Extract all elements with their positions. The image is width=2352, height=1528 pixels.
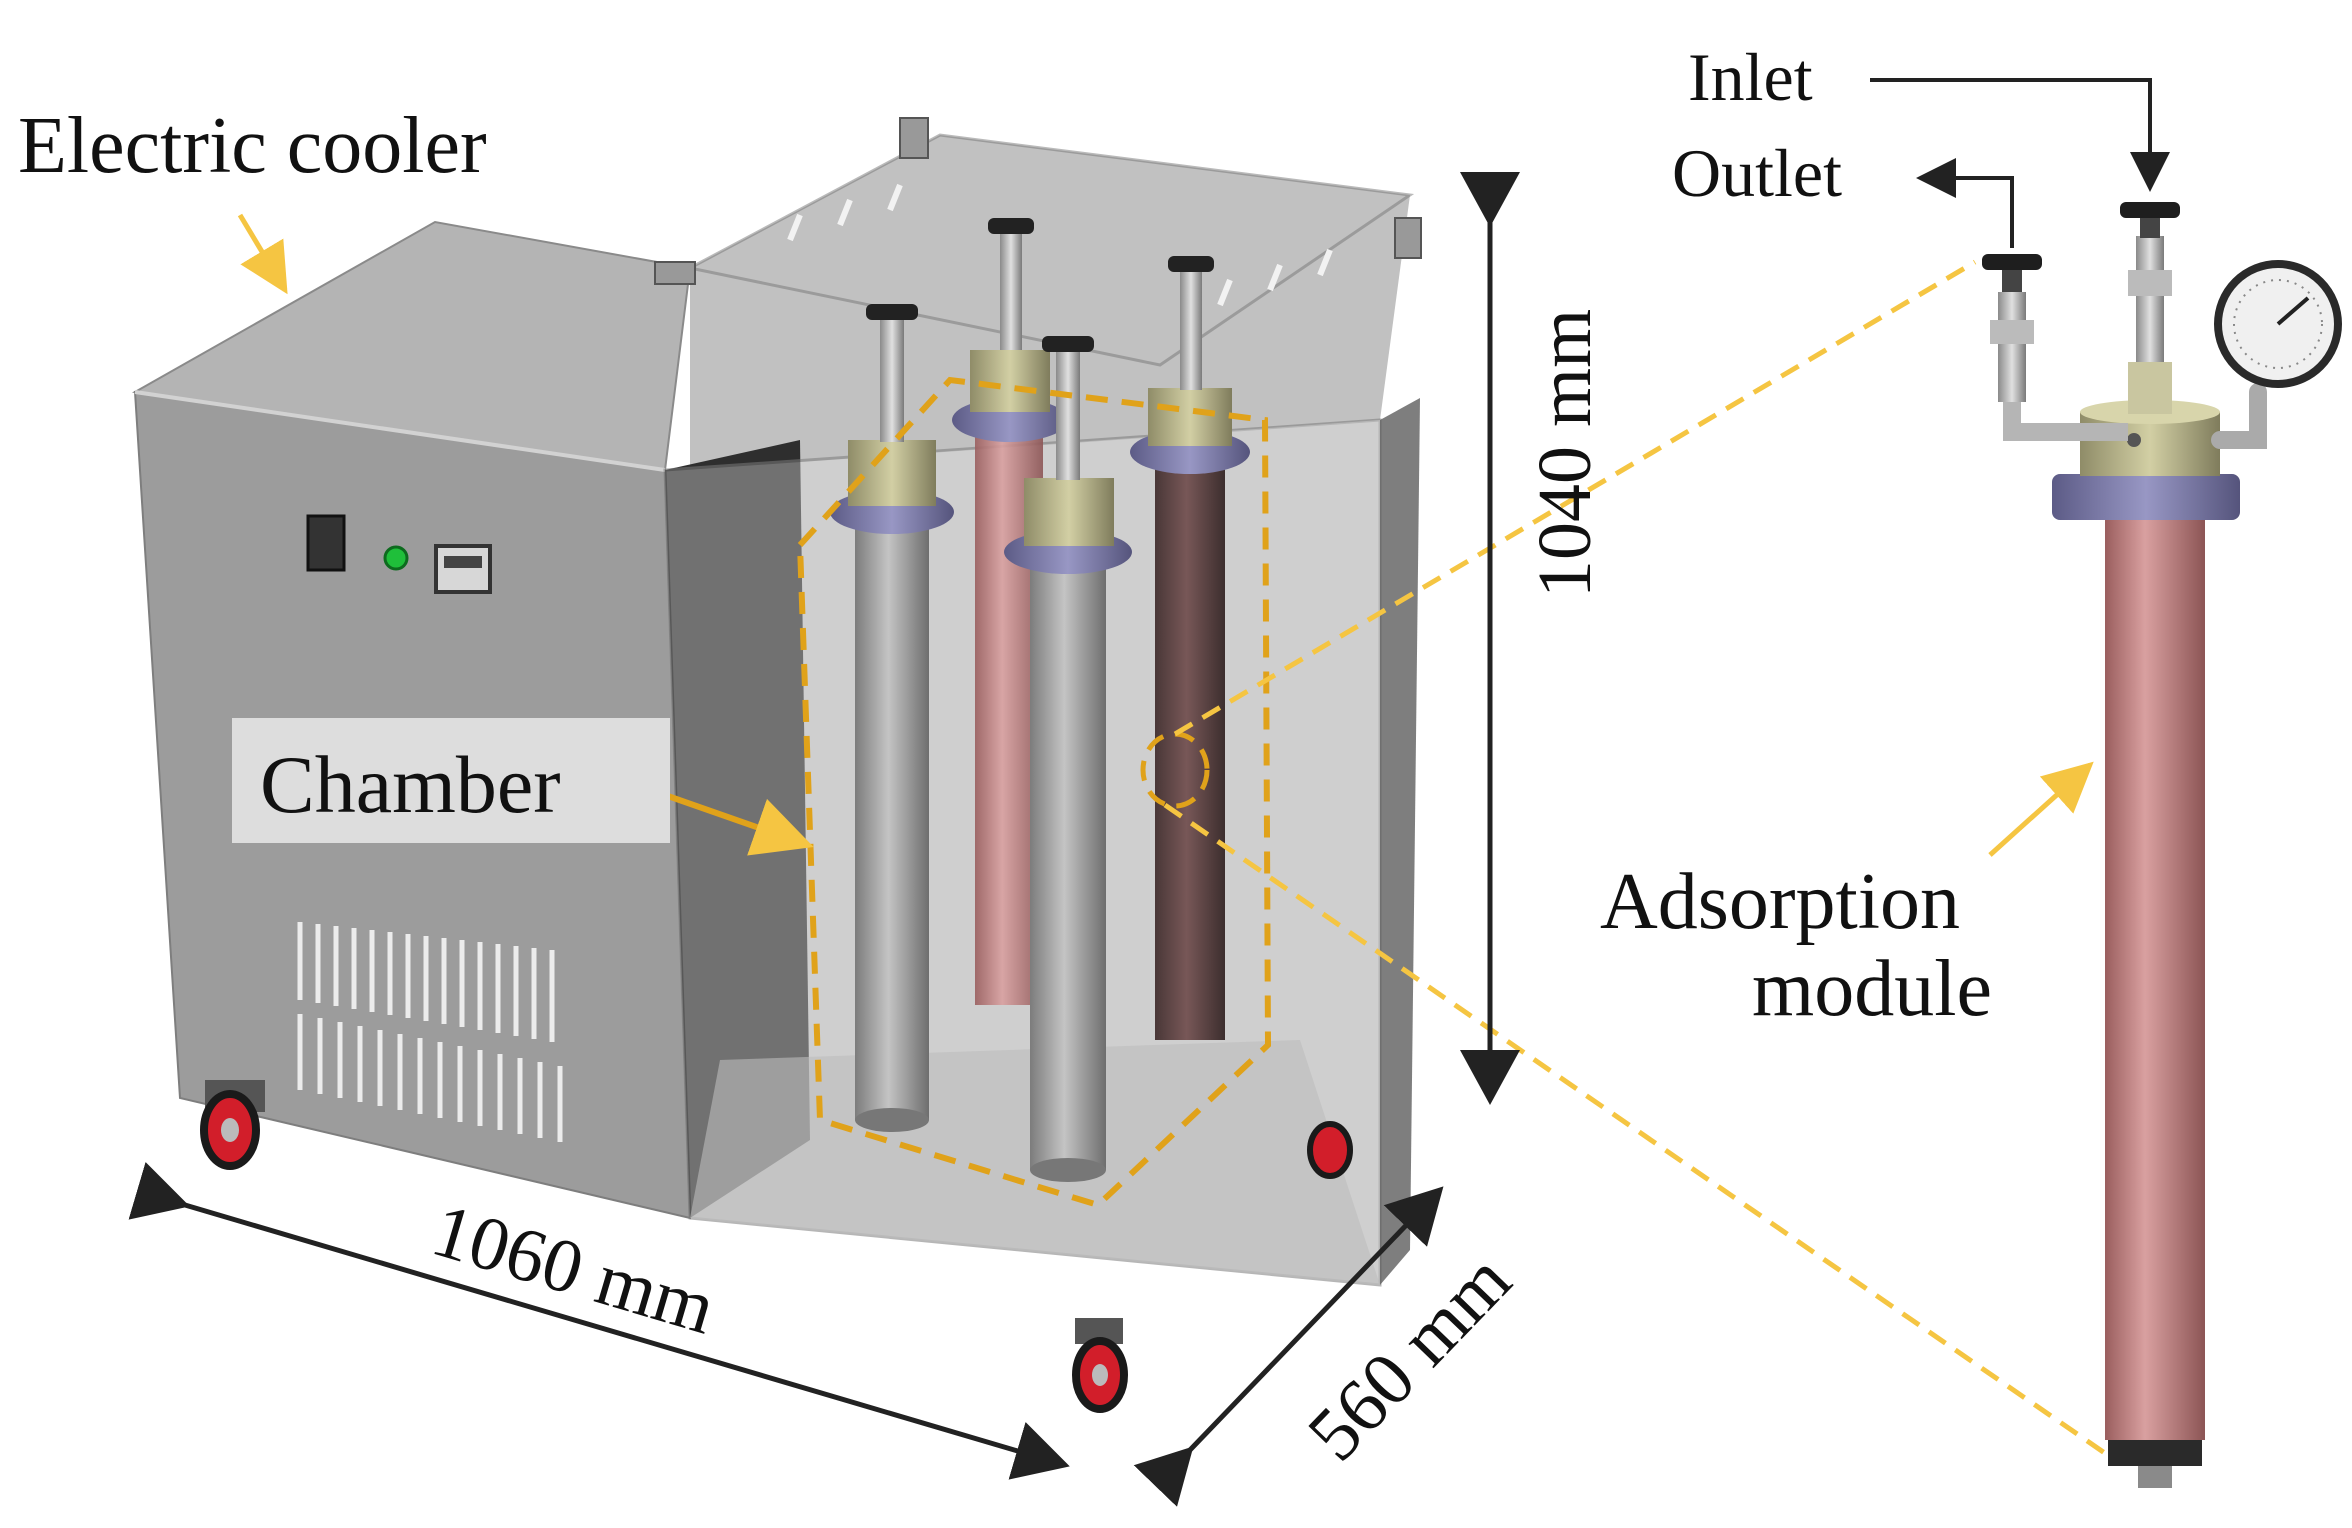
electric-cooler-pointer [237, 213, 288, 295]
adsorption-label-line1: Adsorption [1600, 858, 1960, 946]
indicator-led [383, 545, 409, 571]
vent-grille [297, 922, 563, 1142]
outlet-arrow [1916, 158, 2014, 248]
adsorption-columns-in-chamber [830, 218, 1250, 1182]
height-dimension-label: 1040 mm [1523, 309, 1607, 598]
adsorption-label-line2: module [1752, 945, 1992, 1033]
width-dimension-arrow [128, 1162, 1070, 1480]
chamber-wheel [1072, 1121, 1353, 1413]
electric-cooler-label: Electric cooler [18, 102, 487, 190]
temperature-controller [434, 544, 492, 594]
zoom-callout-lines [1140, 259, 2114, 1461]
chamber-pointer [664, 792, 814, 856]
outlet-label: Outlet [1672, 135, 1842, 211]
power-switch [306, 514, 346, 572]
inlet-arrow [1870, 78, 2170, 192]
depth-dimension-arrow [1133, 1186, 1444, 1507]
inlet-label: Inlet [1688, 39, 1813, 115]
adsorption-module-pointer [1988, 761, 2094, 857]
chamber-label-bg [232, 718, 670, 843]
cooler-wheel [200, 1080, 265, 1170]
adsorption-module-detail [1982, 202, 2342, 1488]
chamber-outline [796, 376, 1272, 1209]
chamber-label: Chamber [260, 739, 561, 830]
